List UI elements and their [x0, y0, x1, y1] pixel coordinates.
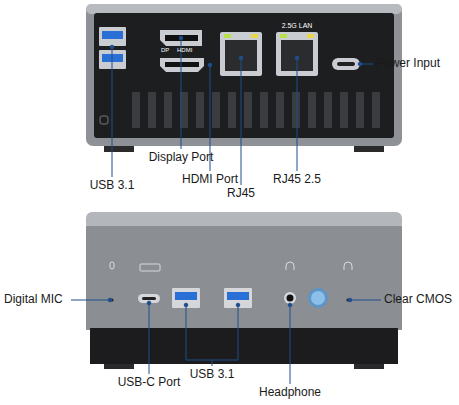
- callout-label: Power Input: [376, 57, 440, 70]
- port-marking: DP: [161, 47, 169, 54]
- callout-label: RJ45: [227, 187, 255, 200]
- port-marking: 2.5G LAN: [282, 22, 313, 30]
- callout-label: Display Port: [149, 151, 214, 164]
- callout-label: USB-C Port: [118, 376, 181, 389]
- callout-label: HDMI Port: [182, 173, 238, 186]
- callout-label: USB 3.1: [190, 368, 235, 381]
- callout-label: Digital MIC: [4, 293, 63, 306]
- callout-label: Headphone: [259, 386, 321, 399]
- callout-label: RJ45 2.5: [273, 173, 321, 186]
- callout-label: USB 3.1: [90, 179, 135, 192]
- port-marking: HDMI: [177, 47, 192, 54]
- callout-label: Clear CMOS: [384, 293, 452, 306]
